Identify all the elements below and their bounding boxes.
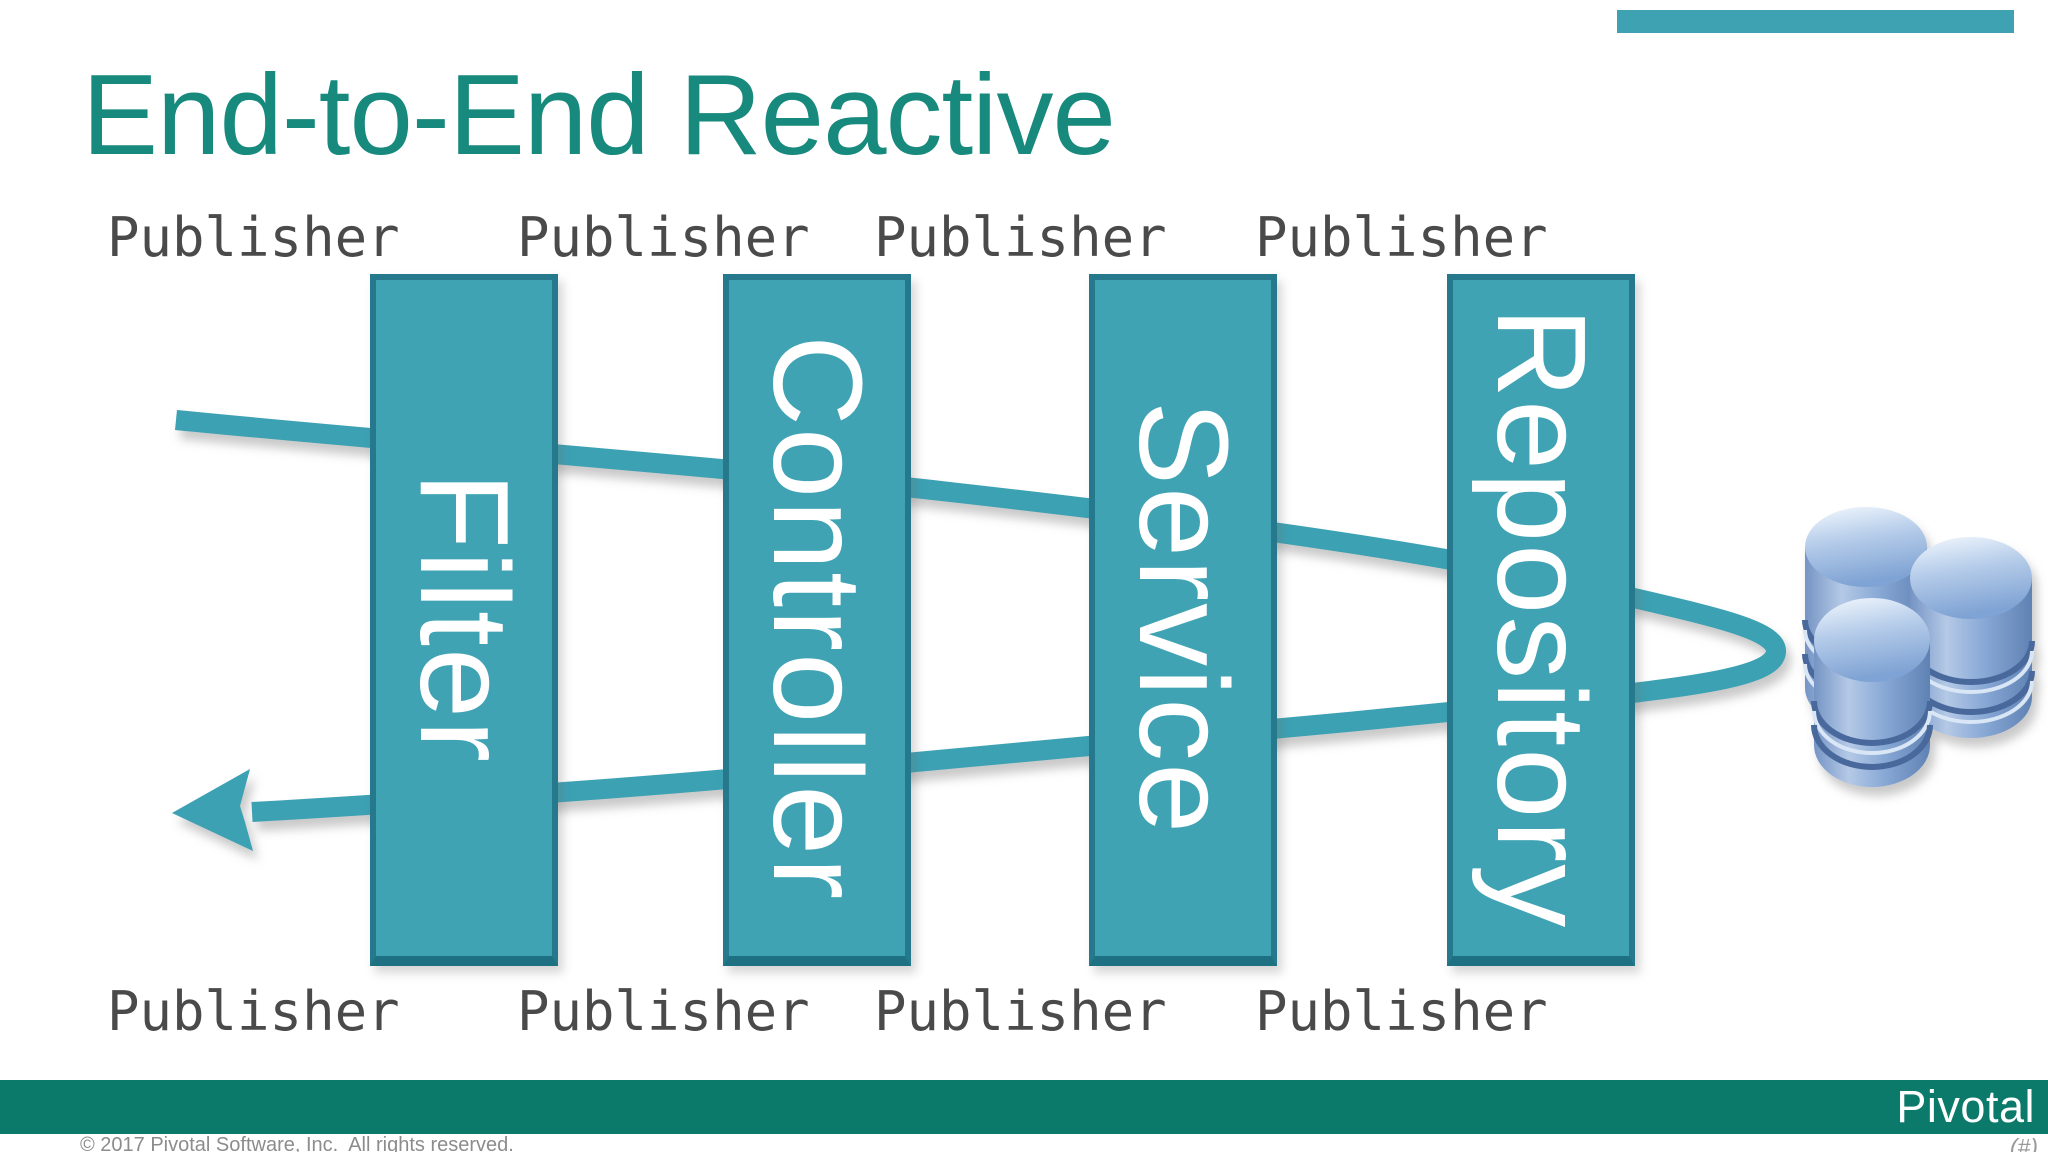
- bar-label-repository: Repository: [1471, 306, 1612, 930]
- top-accent-bar: [1617, 10, 2014, 33]
- pipeline-bar-filter: Filter: [370, 274, 558, 966]
- publisher-label-bottom-2: Publisher: [517, 980, 810, 1043]
- footer-bar: Pivotal: [0, 1080, 2048, 1134]
- pivotal-logo: Pivotal: [1896, 1081, 2035, 1132]
- publisher-label-top-2: Publisher: [517, 206, 810, 269]
- publisher-label-top-4: Publisher: [1255, 206, 1548, 269]
- slide-number-placeholder: (#): [2009, 1134, 2038, 1152]
- publisher-label-bottom-3: Publisher: [874, 980, 1167, 1043]
- arrowhead-left: [172, 769, 253, 851]
- bar-label-service: Service: [1113, 400, 1254, 836]
- copyright-text: © 2017 Pivotal Software, Inc. All rights…: [80, 1134, 514, 1152]
- pipeline-bar-repository: Repository: [1447, 274, 1635, 966]
- publisher-label-bottom-4: Publisher: [1255, 980, 1548, 1043]
- pipeline-bar-service: Service: [1089, 274, 1277, 966]
- publisher-label-top-3: Publisher: [874, 206, 1167, 269]
- db-cylinder-front: [1811, 598, 1933, 787]
- bar-label-filter: Filter: [394, 472, 535, 764]
- database-icon: [1802, 507, 2035, 787]
- slide-title: End-to-End Reactive: [82, 52, 1116, 179]
- publisher-label-bottom-1: Publisher: [107, 980, 400, 1043]
- pipeline-bar-controller: Controller: [723, 274, 911, 966]
- bar-label-controller: Controller: [747, 334, 888, 902]
- publisher-label-top-1: Publisher: [107, 206, 400, 269]
